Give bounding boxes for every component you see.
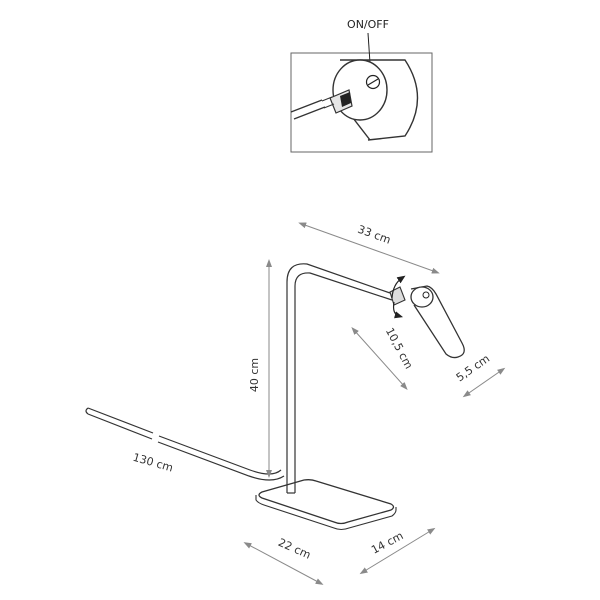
inset-knuckle: [321, 89, 353, 114]
switch-inset: ON/OFF: [290, 18, 433, 153]
dim-arm-length-line: [298, 222, 440, 274]
dim-base-width-label: 14 cm: [369, 529, 405, 557]
lamp-drawing: [85, 263, 465, 531]
dimension-lines: 33 cm 40 cm 10,5 cm 5,5 cm 130 cm 22 cm …: [131, 222, 506, 585]
lamp-base: [255, 479, 397, 531]
dim-head-diameter-line: [462, 367, 506, 398]
on-off-switch: [365, 74, 381, 90]
power-cable: [85, 407, 285, 481]
dim-head-length-line: [351, 327, 408, 390]
dim-base-length-label: 22 cm: [276, 536, 313, 562]
dim-base-width-line: [359, 527, 436, 575]
dim-arm-length-label: 33 cm: [356, 223, 393, 247]
on-off-label: ON/OFF: [347, 18, 389, 31]
rotation-arrows: [391, 275, 406, 319]
inset-arm: [290, 99, 326, 120]
dim-head-length-label: 10,5 cm: [383, 326, 415, 372]
lamp-stem-arm: [286, 263, 393, 494]
lamp-knuckle: [389, 286, 406, 306]
inset-frame: [290, 52, 433, 153]
dim-cable-length-label: 130 cm: [131, 451, 174, 475]
dim-height-label: 40 cm: [248, 358, 261, 392]
dim-base-length-line: [243, 542, 324, 585]
lamp-head: [410, 285, 465, 359]
